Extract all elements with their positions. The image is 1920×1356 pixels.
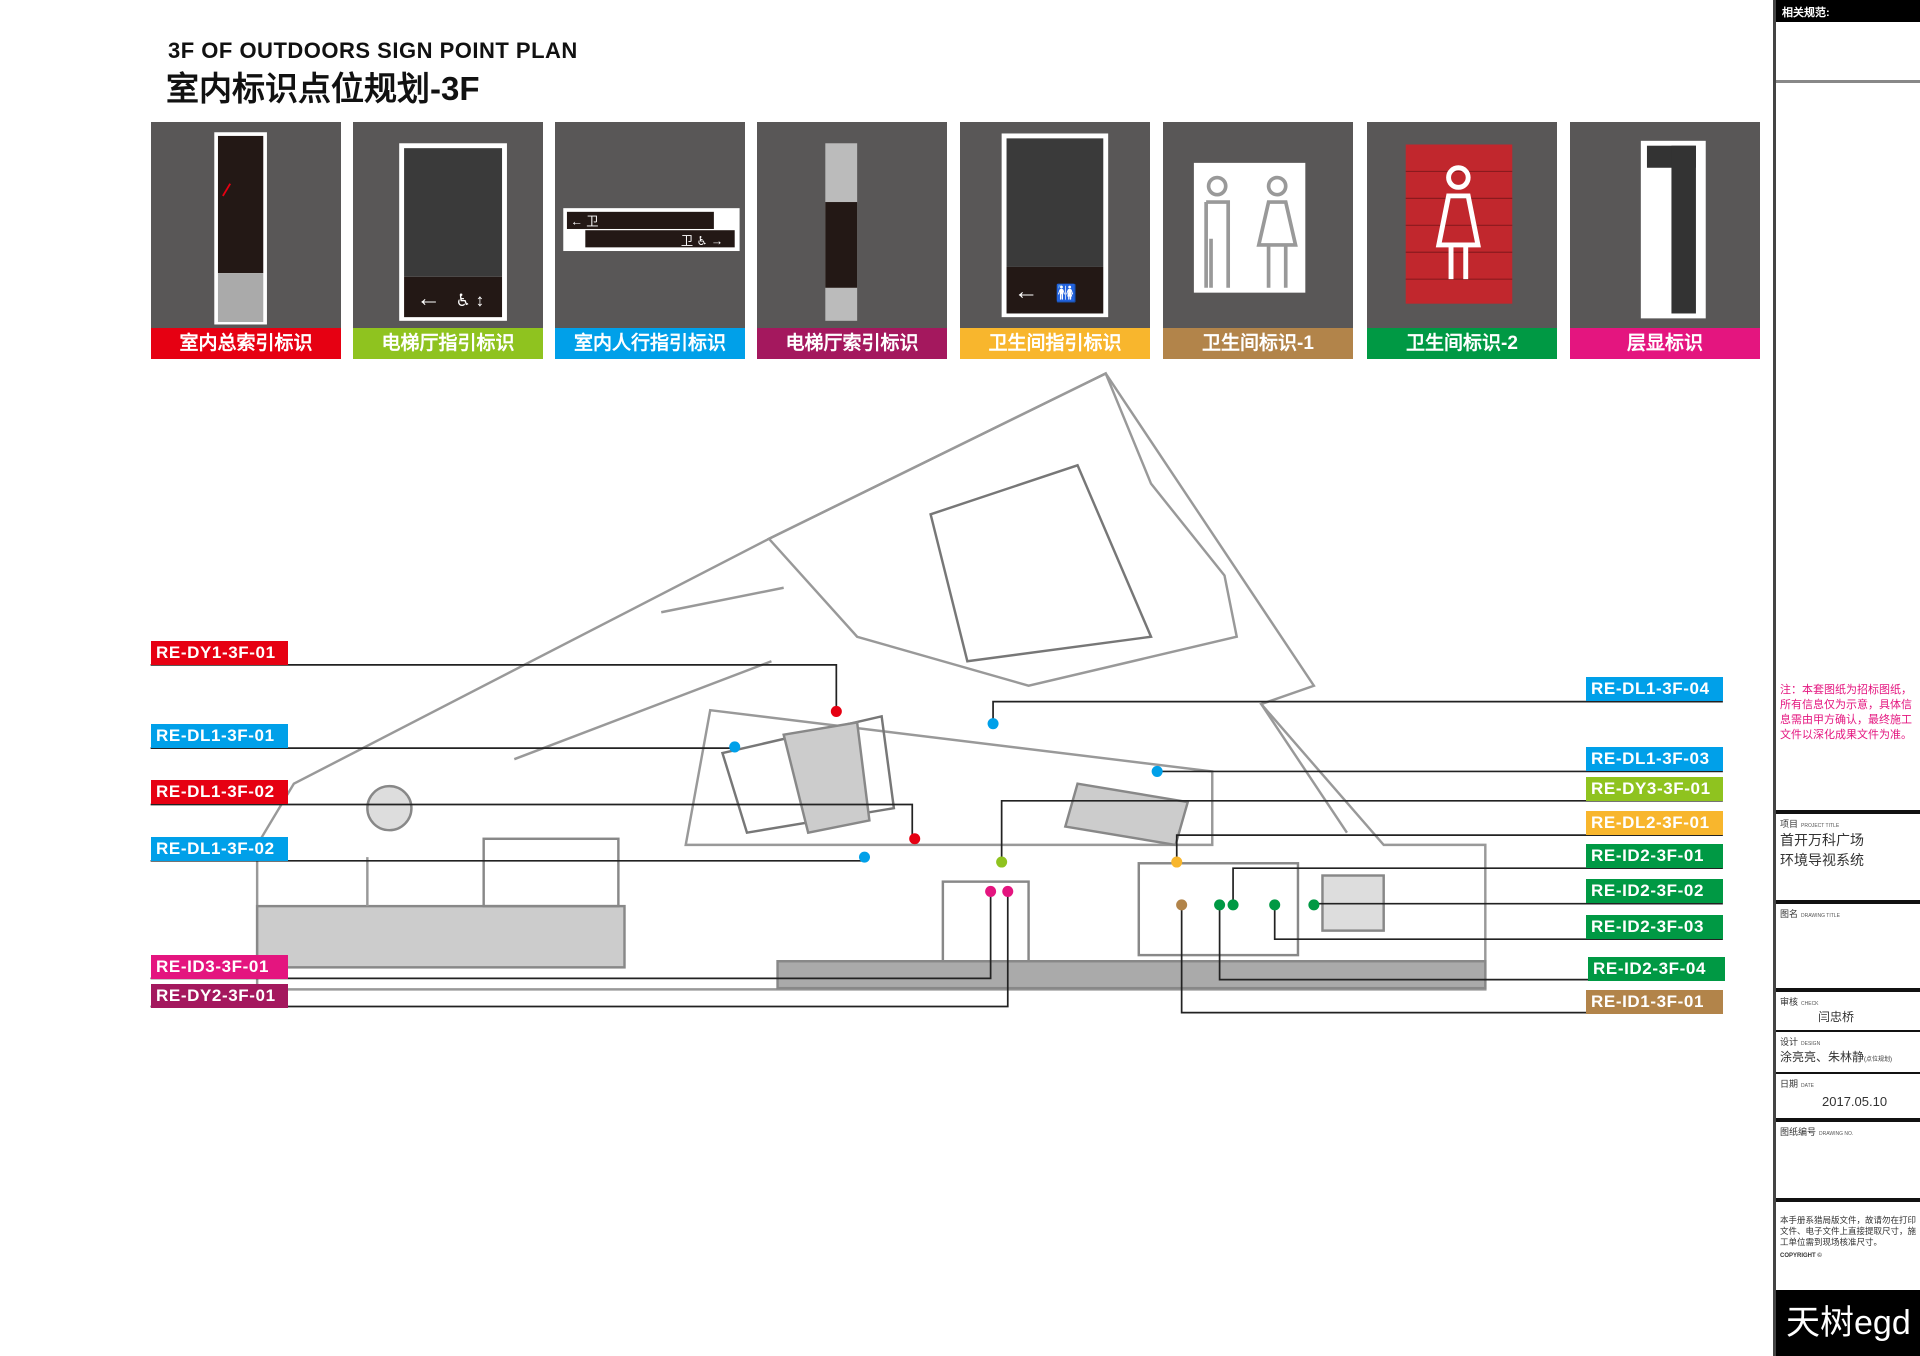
point-label: RE-ID2-3F-03 bbox=[1586, 915, 1723, 939]
check-label: 审核 bbox=[1780, 997, 1799, 1007]
point-label: RE-DL2-3F-01 bbox=[1586, 811, 1723, 835]
sign-marker bbox=[1171, 856, 1183, 868]
project-label-en: PROJECT TITLE bbox=[1801, 823, 1840, 829]
drawing-label-en: DRAWING TITLE bbox=[1801, 913, 1840, 919]
svg-text:卫 ♿ →: 卫 ♿ → bbox=[681, 234, 723, 248]
check-value: 闫忠桥 bbox=[1818, 1010, 1855, 1024]
point-label: RE-ID2-3F-04 bbox=[1588, 957, 1725, 981]
date-value: 2017.05.10 bbox=[1822, 1094, 1888, 1109]
leader-lines bbox=[150, 664, 1723, 1014]
point-label: RE-DY2-3F-01 bbox=[151, 984, 288, 1008]
copyright: COPYRIGHT © bbox=[1780, 1253, 1822, 1259]
sign-type-label: 卫生间标识-2 bbox=[1367, 328, 1557, 359]
sign-type-label: 电梯厅索引标识 bbox=[757, 328, 947, 359]
point-label: RE-DL1-3F-01 bbox=[151, 724, 288, 748]
sign-type-label: 层显标识 bbox=[1570, 328, 1760, 359]
date-label-en: DATE bbox=[1801, 1083, 1814, 1089]
restroom-icon bbox=[1204, 175, 1298, 288]
sign-markers bbox=[729, 705, 1320, 911]
date-label: 日期 bbox=[1780, 1079, 1799, 1089]
sign-marker bbox=[996, 856, 1008, 868]
point-label: RE-ID1-3F-01 bbox=[1586, 990, 1723, 1014]
svg-text:←: ← bbox=[1014, 278, 1038, 305]
point-label: RE-ID2-3F-01 bbox=[1586, 844, 1723, 868]
sign-marker bbox=[987, 718, 999, 730]
sign-marker bbox=[909, 833, 921, 845]
sign-type-label: 室内人行指引标识 bbox=[555, 328, 745, 359]
title-block: 相关规范: 注：本套图纸为招标图纸，所有信息仅为示意，具体信息需由甲方确认，最终… bbox=[1773, 0, 1920, 1356]
sign-type-label: 电梯厅指引标识 bbox=[353, 328, 543, 359]
sign-marker bbox=[1151, 765, 1163, 777]
svg-text:🚻: 🚻 bbox=[1056, 283, 1077, 303]
point-label: RE-DL1-3F-02 bbox=[151, 780, 288, 804]
point-label: RE-DL1-3F-02 bbox=[151, 837, 288, 861]
project-value-2: 环境导视系统 bbox=[1780, 852, 1864, 868]
page-title-en: 3F OF OUTDOORS SIGN POINT PLAN bbox=[168, 38, 578, 63]
sign-marker bbox=[1002, 885, 1014, 897]
sign-marker bbox=[1227, 899, 1239, 911]
svg-text:♿ ↕: ♿ ↕ bbox=[456, 290, 485, 310]
title-block-header: 相关规范: bbox=[1776, 0, 1920, 22]
design-note: (点位规划) bbox=[1864, 1057, 1893, 1063]
copyright-text: 本手册系猎局版文件，故请勿在打印文件、电子文件上直接提取尺寸，施工单位需到现场核… bbox=[1780, 1215, 1917, 1247]
drawing-no-label: 图纸编号 bbox=[1780, 1127, 1817, 1137]
company-logo: 天树egd bbox=[1776, 1290, 1920, 1356]
point-label: RE-DL1-3F-03 bbox=[1586, 747, 1723, 771]
svg-text:←: ← bbox=[416, 285, 440, 312]
female-restroom-icon bbox=[1435, 165, 1481, 280]
check-label-en: CHECK bbox=[1801, 1001, 1819, 1007]
sign-illustrations: ← ♿ ↕ ← 卫卫 ♿ → ← 🚻 bbox=[214, 132, 1706, 325]
note-text: 注：本套图纸为招标图纸，所有信息仅为示意，具体信息需由甲方确认，最终施工文件以深… bbox=[1780, 684, 1912, 741]
point-label: RE-DL1-3F-04 bbox=[1586, 677, 1723, 701]
copyright-section: 本手册系猎局版文件，故请勿在打印文件、电子文件上直接提取尺寸，施工单位需到现场核… bbox=[1776, 1198, 1920, 1290]
drawing-label: 图名 bbox=[1780, 909, 1799, 919]
sign-marker bbox=[858, 851, 871, 863]
floor-plan bbox=[255, 371, 1487, 991]
svg-text:← 卫: ← 卫 bbox=[571, 214, 599, 228]
sign-marker bbox=[1214, 899, 1226, 911]
project-label: 项目 bbox=[1780, 819, 1799, 829]
design-label: 设计 bbox=[1780, 1037, 1799, 1047]
page-title-cn: 室内标识点位规划-3F bbox=[166, 70, 480, 107]
sign-type-label: 卫生间标识-1 bbox=[1163, 328, 1353, 359]
point-label: RE-ID2-3F-02 bbox=[1586, 879, 1723, 903]
sign-marker bbox=[830, 705, 842, 717]
note-section: 注：本套图纸为招标图纸，所有信息仅为示意，具体信息需由甲方确认，最终施工文件以深… bbox=[1776, 80, 1920, 810]
design-label-en: DESIGN bbox=[1801, 1041, 1821, 1047]
sign-marker bbox=[1308, 899, 1320, 911]
project-value-1: 首开万科广场 bbox=[1780, 832, 1864, 848]
point-label: RE-ID3-3F-01 bbox=[151, 955, 288, 979]
point-label: RE-DY3-3F-01 bbox=[1586, 777, 1723, 801]
sign-type-label: 室内总索引标识 bbox=[151, 328, 341, 359]
sign-marker bbox=[1269, 899, 1281, 911]
sign-marker bbox=[985, 885, 997, 897]
point-label: RE-DY1-3F-01 bbox=[151, 641, 288, 665]
sign-marker bbox=[1176, 899, 1188, 911]
design-value: 涂亮亮、朱林静 bbox=[1780, 1050, 1865, 1064]
drawing-no-label-en: DRAWING NO. bbox=[1819, 1131, 1854, 1137]
sign-type-label: 卫生间指引标识 bbox=[960, 328, 1150, 359]
sign-marker bbox=[729, 741, 741, 753]
